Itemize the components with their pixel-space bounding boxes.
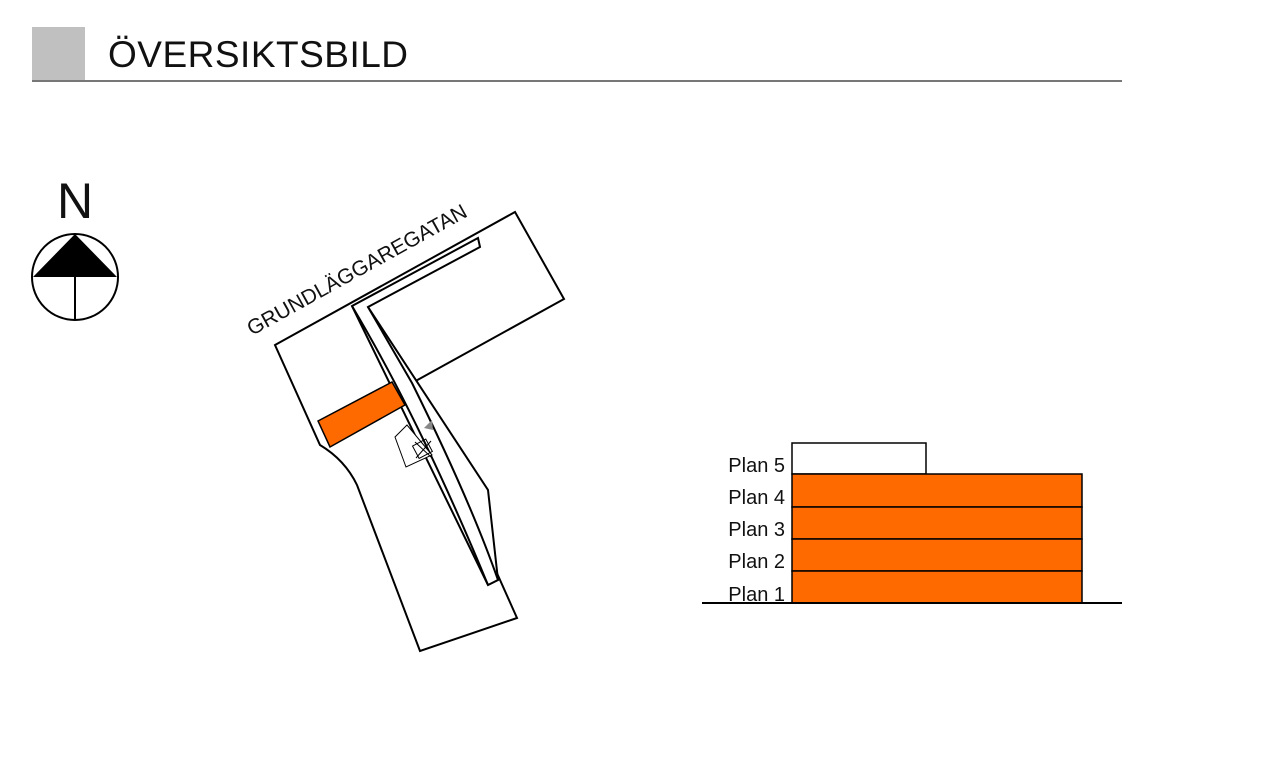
floor-label: Plan 5 — [728, 455, 785, 477]
north-label: N — [57, 173, 93, 229]
entrance-marker-icon — [424, 420, 433, 430]
header-divider — [32, 80, 1122, 82]
section-diagram: Plan 5 Plan 4 Plan 3 Plan 2 Plan 1 — [702, 442, 1122, 606]
page-title: ÖVERSIKTSBILD — [108, 34, 409, 75]
floor-plan-5 — [791, 442, 927, 475]
elevator-icon — [411, 438, 434, 460]
highlighted-unit — [317, 380, 407, 449]
floor-label: Plan 1 — [728, 584, 785, 606]
header-accent-box — [32, 27, 85, 80]
floor-plan-2 — [791, 538, 1083, 572]
floor-plan-1 — [791, 570, 1083, 604]
site-plan: GRUNDLÄGGAREGATAN — [243, 200, 566, 653]
floor-label: Plan 4 — [728, 487, 785, 509]
floor-plan-3 — [791, 506, 1083, 540]
floor-label: Plan 2 — [728, 551, 785, 573]
floor-plan-4 — [791, 473, 1083, 508]
north-arrow-icon: N — [31, 173, 119, 321]
floor-label: Plan 3 — [728, 519, 785, 541]
